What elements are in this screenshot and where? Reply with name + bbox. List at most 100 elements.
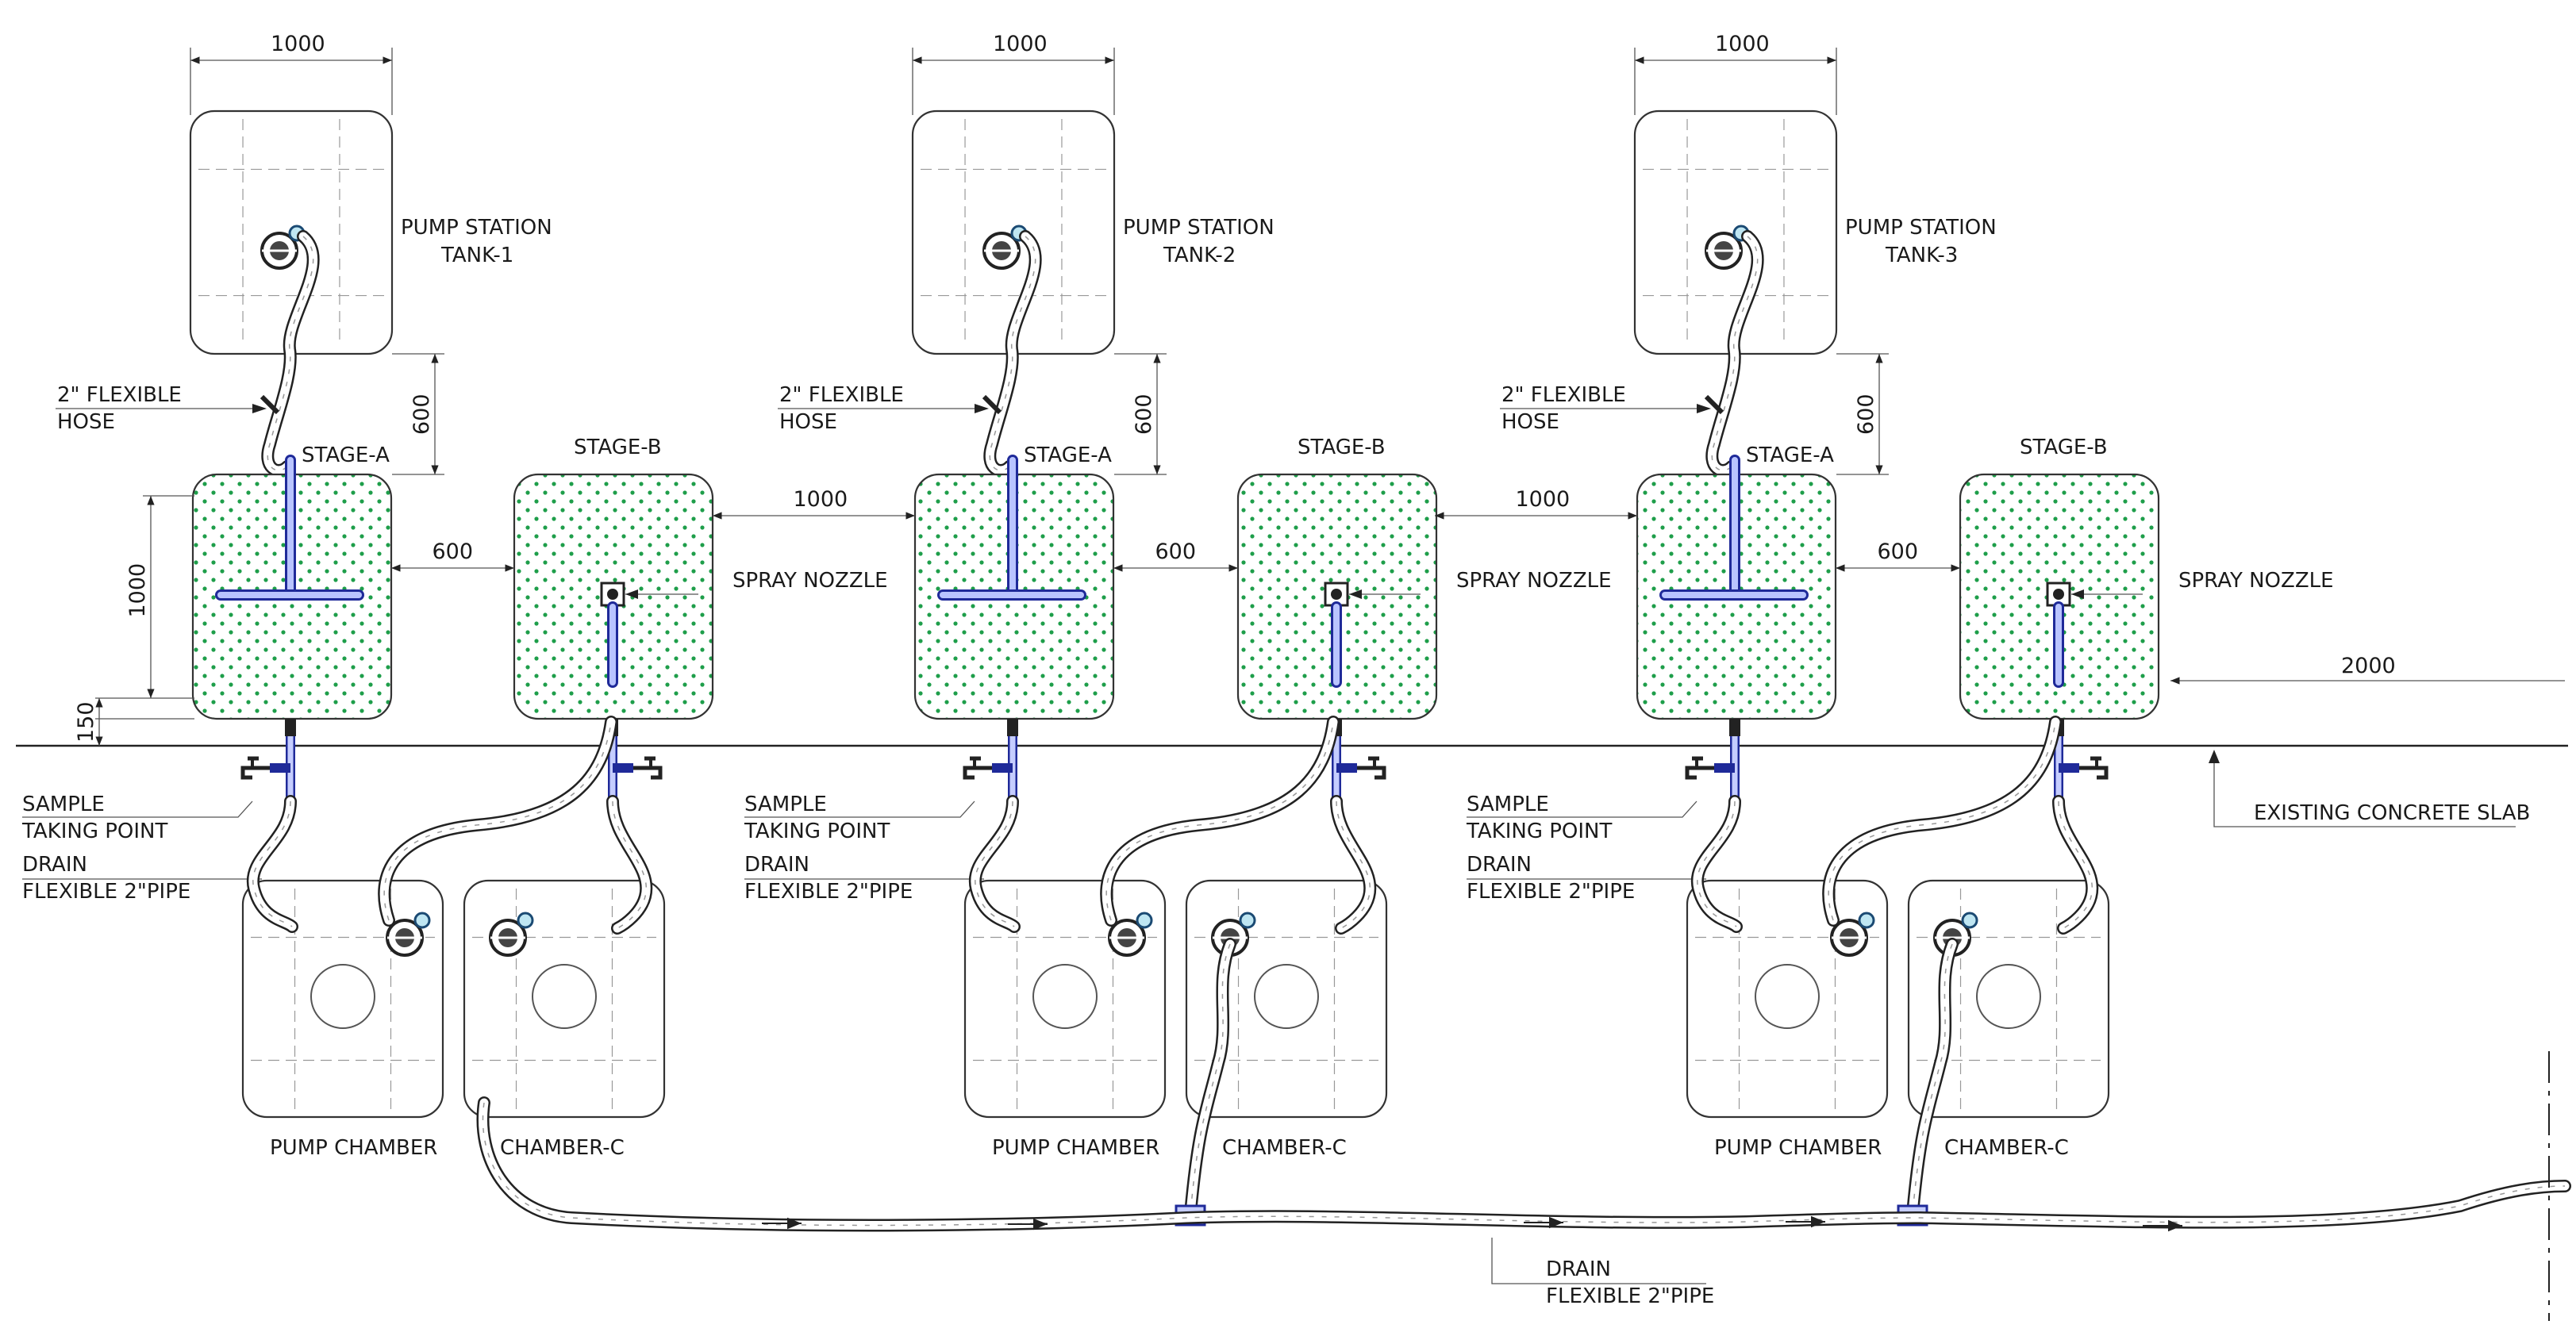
- dim-width-value: 1000: [271, 32, 325, 56]
- stage-b-tank: [1959, 473, 2160, 720]
- dim-stage-gap: 600: [391, 539, 514, 572]
- slab-callout: EXISTING CONCRETE SLAB: [2209, 750, 2530, 827]
- dim-gap-vertical-value: 600: [1132, 394, 1156, 435]
- chamber-c-drain-hose: [1906, 938, 1959, 1220]
- drain-label-line2: FLEXIBLE 2"PIPE: [1467, 880, 1635, 904]
- hose-label-line2: HOSE: [1501, 410, 1559, 434]
- spray-nozzle-icon: [600, 582, 625, 607]
- sample-label-line1: SAMPLE: [22, 793, 105, 816]
- pump-icon: [1705, 225, 1750, 270]
- stage-b-tank: [1236, 473, 1438, 720]
- stage-a-tank: [913, 455, 1115, 720]
- stage-a-tank: [1636, 455, 1837, 720]
- dim-stage-gap: 600: [1836, 539, 1960, 572]
- hose-label-line1: 2" FLEXIBLE: [779, 383, 904, 407]
- dim-gap-vertical: 600: [409, 354, 439, 474]
- faucet-icon: [2079, 756, 2109, 780]
- stage-a-label: STAGE-A: [1024, 443, 1112, 467]
- chamber-c-label: CHAMBER-C: [1944, 1136, 2069, 1160]
- drain-label-line2: FLEXIBLE 2"PIPE: [744, 880, 913, 904]
- stage-a-tank: [191, 455, 393, 720]
- stage-b-label: STAGE-B: [2020, 436, 2108, 459]
- pump-icon: [489, 912, 534, 957]
- drain-label-line1: DRAIN: [22, 853, 87, 877]
- flexible-hose: [983, 230, 1042, 477]
- drain-label-line1: DRAIN: [1467, 853, 1532, 877]
- spray-nozzle-label: SPRAY NOZZLE: [732, 569, 888, 593]
- dim-width-value: 1000: [993, 32, 1048, 56]
- pump-chamber-label: PUMP CHAMBER: [1714, 1136, 1882, 1160]
- faucet-icon: [1685, 756, 1714, 780]
- drain-hose: [1690, 795, 1743, 933]
- dim-stage-gap-value: 600: [1155, 539, 1197, 564]
- main-drain-label-line2: FLEXIBLE 2"PIPE: [1546, 1284, 1714, 1308]
- dim-gap-vertical: 600: [1854, 354, 1883, 474]
- drain-label-line2: FLEXIBLE 2"PIPE: [22, 880, 190, 904]
- feed-hose: [378, 716, 617, 927]
- main-drain-label-line1: DRAIN: [1546, 1257, 1611, 1281]
- hose-label-line2: HOSE: [57, 410, 115, 434]
- dim-stage-gap-value: 600: [1878, 539, 1919, 564]
- dim-width: 1000: [1635, 32, 1836, 64]
- slab-label: EXISTING CONCRETE SLAB: [2254, 801, 2530, 825]
- pump-icon: [1108, 912, 1153, 957]
- pump-station-label-line1: PUMP STATION: [1123, 216, 1275, 240]
- faucet-icon: [963, 756, 992, 780]
- drain-hose: [1330, 795, 1377, 935]
- dim-gap-vertical-value: 600: [409, 394, 434, 435]
- right-dimension: 2000: [2170, 654, 2565, 685]
- pump-icon: [260, 225, 306, 270]
- dim-between-modules: 1000: [1435, 487, 1637, 520]
- pump-icon: [386, 912, 431, 957]
- stage-a-label: STAGE-A: [302, 443, 390, 467]
- hose-label-line1: 2" FLEXIBLE: [1501, 383, 1626, 407]
- dim-between-modules: 1000: [713, 487, 915, 520]
- drain-label-line1: DRAIN: [744, 853, 809, 877]
- dim-stage-height-value: 1000: [125, 563, 150, 618]
- pump-icon: [1830, 912, 1875, 957]
- pump-icon: [982, 225, 1028, 270]
- main-drain-callout: DRAIN FLEXIBLE 2"PIPE: [1491, 1238, 1714, 1308]
- dim-base-offset: 150: [74, 698, 103, 746]
- faucet-icon: [240, 756, 270, 780]
- chamber-c-label: CHAMBER-C: [1222, 1136, 1347, 1160]
- sample-label-line2: TAKING POINT: [21, 820, 167, 843]
- dim-stage-gap-value: 600: [433, 539, 474, 564]
- dim-gap-vertical: 600: [1132, 354, 1161, 474]
- stage-a-label: STAGE-A: [1746, 443, 1834, 467]
- pump-station-label-line1: PUMP STATION: [1845, 216, 1997, 240]
- dim-width: 1000: [913, 32, 1114, 64]
- feed-hose: [1822, 716, 2062, 927]
- drain-hose: [968, 795, 1021, 933]
- sample-label-line1: SAMPLE: [744, 793, 827, 816]
- valve-icon: [285, 719, 296, 736]
- dim-width: 1000: [190, 32, 392, 64]
- valve-icon: [1729, 719, 1740, 736]
- spray-nozzle-label: SPRAY NOZZLE: [1456, 569, 1612, 593]
- dim-between-modules-value: 1000: [794, 487, 848, 512]
- dim-stage-height: 1000: [125, 496, 155, 698]
- pump-station-label-line2: TANK-2: [1163, 244, 1236, 267]
- hose-label-line1: 2" FLEXIBLE: [57, 383, 182, 407]
- drain-hose: [2052, 795, 2099, 935]
- stage-b-label: STAGE-B: [574, 436, 662, 459]
- sample-label-line2: TAKING POINT: [1466, 820, 1612, 843]
- hose-label-line2: HOSE: [779, 410, 837, 434]
- pump-chamber-label: PUMP CHAMBER: [992, 1136, 1159, 1160]
- stage-b-label: STAGE-B: [1298, 436, 1386, 459]
- chamber-c-label: CHAMBER-C: [500, 1136, 625, 1160]
- dim-base-offset-value: 150: [74, 701, 98, 743]
- stage-b-tank: [513, 473, 714, 720]
- pump-station-label-line2: TANK-3: [1885, 244, 1958, 267]
- pump-station-label-line1: PUMP STATION: [401, 216, 552, 240]
- drain-hose: [606, 795, 653, 935]
- faucet-icon: [633, 756, 663, 780]
- dim-right: 2000: [2341, 654, 2396, 678]
- faucet-icon: [1357, 756, 1386, 780]
- feed-hose: [1100, 716, 1340, 927]
- valve-icon: [1007, 719, 1018, 736]
